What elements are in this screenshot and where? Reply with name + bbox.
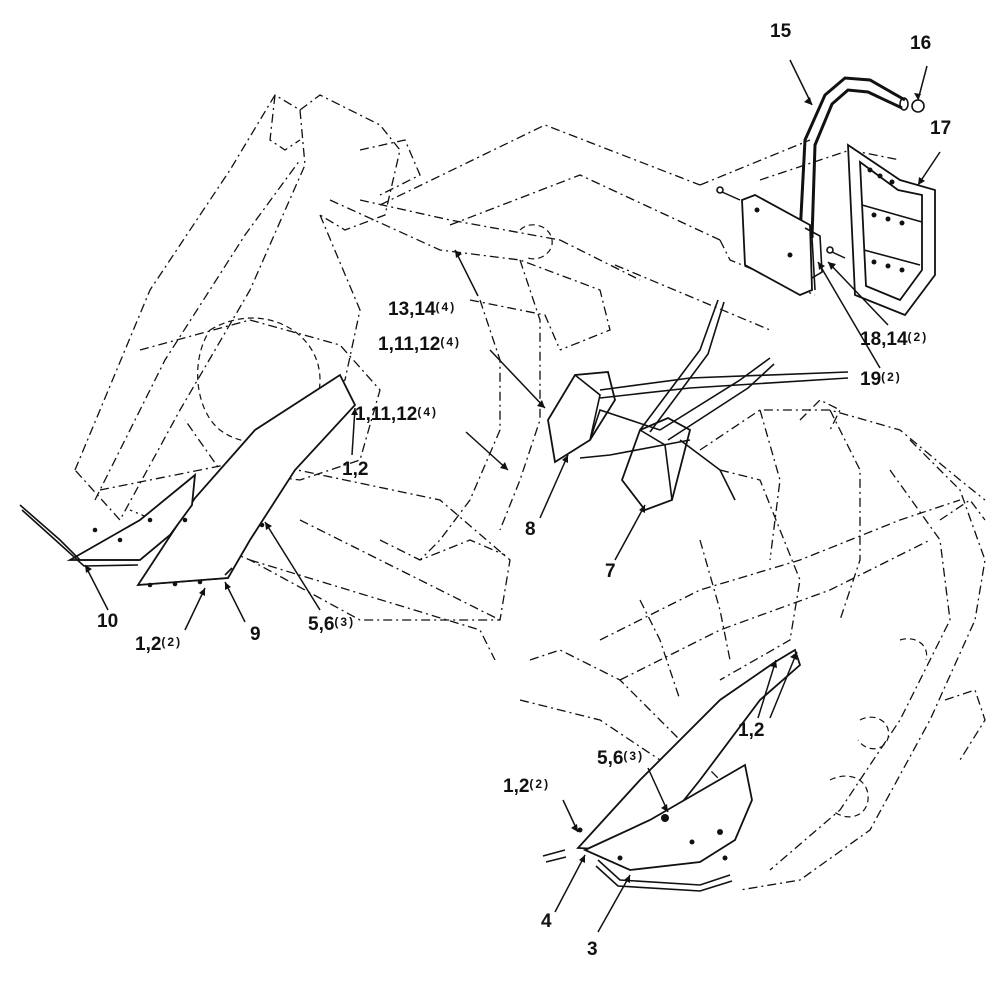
ladder-assembly	[716, 76, 936, 317]
callout-3: 3	[587, 939, 598, 960]
callout-1-2-right-bottom: 1,2(2)	[503, 776, 551, 797]
callout-1-2-left-top: 1,2	[342, 459, 369, 480]
callout-17: 17	[930, 118, 952, 139]
callout-1-2-right-top: 1,2	[738, 720, 765, 741]
leader-lines	[84, 59, 941, 933]
callout-8: 8	[525, 519, 536, 540]
callout-1-11-12-upper: 1,11,12(4)	[378, 334, 462, 355]
reference-plane-lines	[379, 124, 901, 331]
callout-19: 19(2)	[860, 369, 902, 390]
callout-18-14: 18,14(2)	[860, 329, 929, 350]
callout-1-2-left-bottom: 1,2(2)	[135, 634, 183, 655]
callout-13-14: 13,14(4)	[388, 299, 457, 320]
callout-5-6-left: 5,6(3)	[308, 614, 356, 635]
right-frame	[519, 399, 986, 891]
callout-1-11-12-lower: 1,11,12(4)	[355, 404, 439, 425]
callout-9: 9	[250, 624, 261, 645]
right-shield-panels	[542, 648, 802, 892]
rod-assembly	[547, 299, 849, 512]
left-shield-panels	[19, 373, 357, 588]
callout-4: 4	[541, 911, 552, 932]
callout-10: 10	[97, 611, 119, 632]
callout-15: 15	[770, 21, 792, 42]
callout-5-6-right: 5,6(3)	[597, 748, 645, 769]
callout-16: 16	[910, 33, 932, 54]
callout-7: 7	[605, 561, 616, 582]
nut-16	[911, 99, 925, 113]
